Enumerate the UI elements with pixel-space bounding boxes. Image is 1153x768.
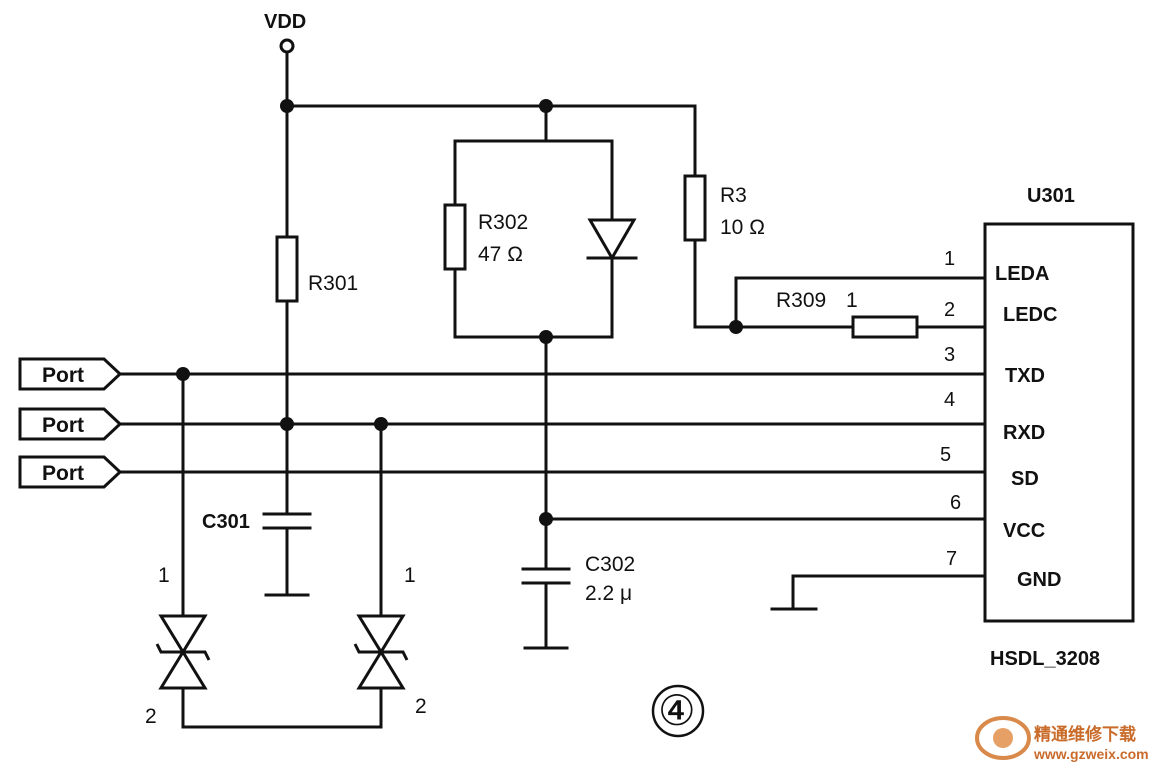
r3-resistor: R3 10 Ω <box>683 174 765 329</box>
txd-line <box>118 367 987 381</box>
r301-ref: R301 <box>308 272 358 295</box>
figure-number: ④ <box>651 684 705 738</box>
led-diode <box>586 218 638 261</box>
tvs-right-pin1: 1 <box>404 564 416 587</box>
pin-number: 3 <box>944 344 955 366</box>
pin-number: 5 <box>940 444 951 466</box>
u301-ref: U301 <box>1027 185 1075 207</box>
rxd-line <box>118 417 987 431</box>
figure-number-text: ④ <box>658 689 696 735</box>
vcc-net <box>539 335 987 571</box>
pin-number: 7 <box>946 548 957 570</box>
pin-name: LEDA <box>995 263 1049 285</box>
r302-resistor: R302 47 Ω <box>443 203 528 271</box>
pin-number: 1 <box>944 248 955 270</box>
tvs-diode-right: 1 2 <box>353 422 427 729</box>
r302-ref: R302 <box>478 211 528 234</box>
tvs-diode-left: 1 2 <box>145 372 211 729</box>
pin-name: TXD <box>1005 365 1045 387</box>
r302-led-block <box>453 104 614 344</box>
port-flag: Port <box>18 357 123 391</box>
watermark-logo-icon <box>975 716 1031 760</box>
r309-pin-label: 1 <box>846 289 858 312</box>
port-label: Port <box>42 462 84 485</box>
port-label: Port <box>42 414 84 437</box>
pin-name: VCC <box>1003 520 1045 542</box>
r3-ref: R3 <box>720 184 747 207</box>
r309-resistor: R309 1 <box>776 289 987 339</box>
pin-name: RXD <box>1003 422 1045 444</box>
c302-capacitor: C302 2.2 μ <box>521 553 635 650</box>
pin-name: SD <box>1011 468 1039 490</box>
r302-value: 47 Ω <box>478 243 523 266</box>
c301-ref: C301 <box>202 511 250 533</box>
tvs-left-pin2: 2 <box>145 705 157 728</box>
u301-part-number: HSDL_3208 <box>990 648 1100 670</box>
pin-name: GND <box>1017 569 1061 591</box>
r309-ref: R309 <box>776 289 826 312</box>
pin-number: 4 <box>944 389 955 411</box>
c302-value: 2.2 μ <box>585 582 632 605</box>
c301-capacitor: C301 <box>202 422 312 597</box>
tvs-right-pin2: 2 <box>415 695 427 718</box>
gnd-net <box>770 574 987 611</box>
watermark-site-name: 精通维修下载 <box>1034 724 1136 745</box>
r301-resistor: R301 <box>275 104 358 426</box>
watermark-url: www.gzweix.com <box>1033 746 1149 762</box>
pin-number: 6 <box>950 492 961 514</box>
pin-name: LEDC <box>1003 304 1057 326</box>
u301-ic: U301 HSDL_3208 1 2 3 4 5 6 7 LEDA LEDC T… <box>940 185 1135 670</box>
watermark: 精通维修下载 www.gzweix.com <box>975 716 1149 762</box>
port-label: Port <box>42 364 84 387</box>
c302-ref: C302 <box>585 553 635 576</box>
vdd-rail <box>280 99 697 178</box>
tvs-left-pin1: 1 <box>158 564 170 587</box>
led-net <box>729 276 987 334</box>
r3-value: 10 Ω <box>720 216 765 239</box>
port-flag: Port <box>18 407 123 441</box>
port-flag: Port <box>18 455 123 489</box>
pin-number: 2 <box>944 299 955 321</box>
vdd-label: VDD <box>264 11 306 33</box>
vdd-terminal: VDD <box>264 11 306 108</box>
